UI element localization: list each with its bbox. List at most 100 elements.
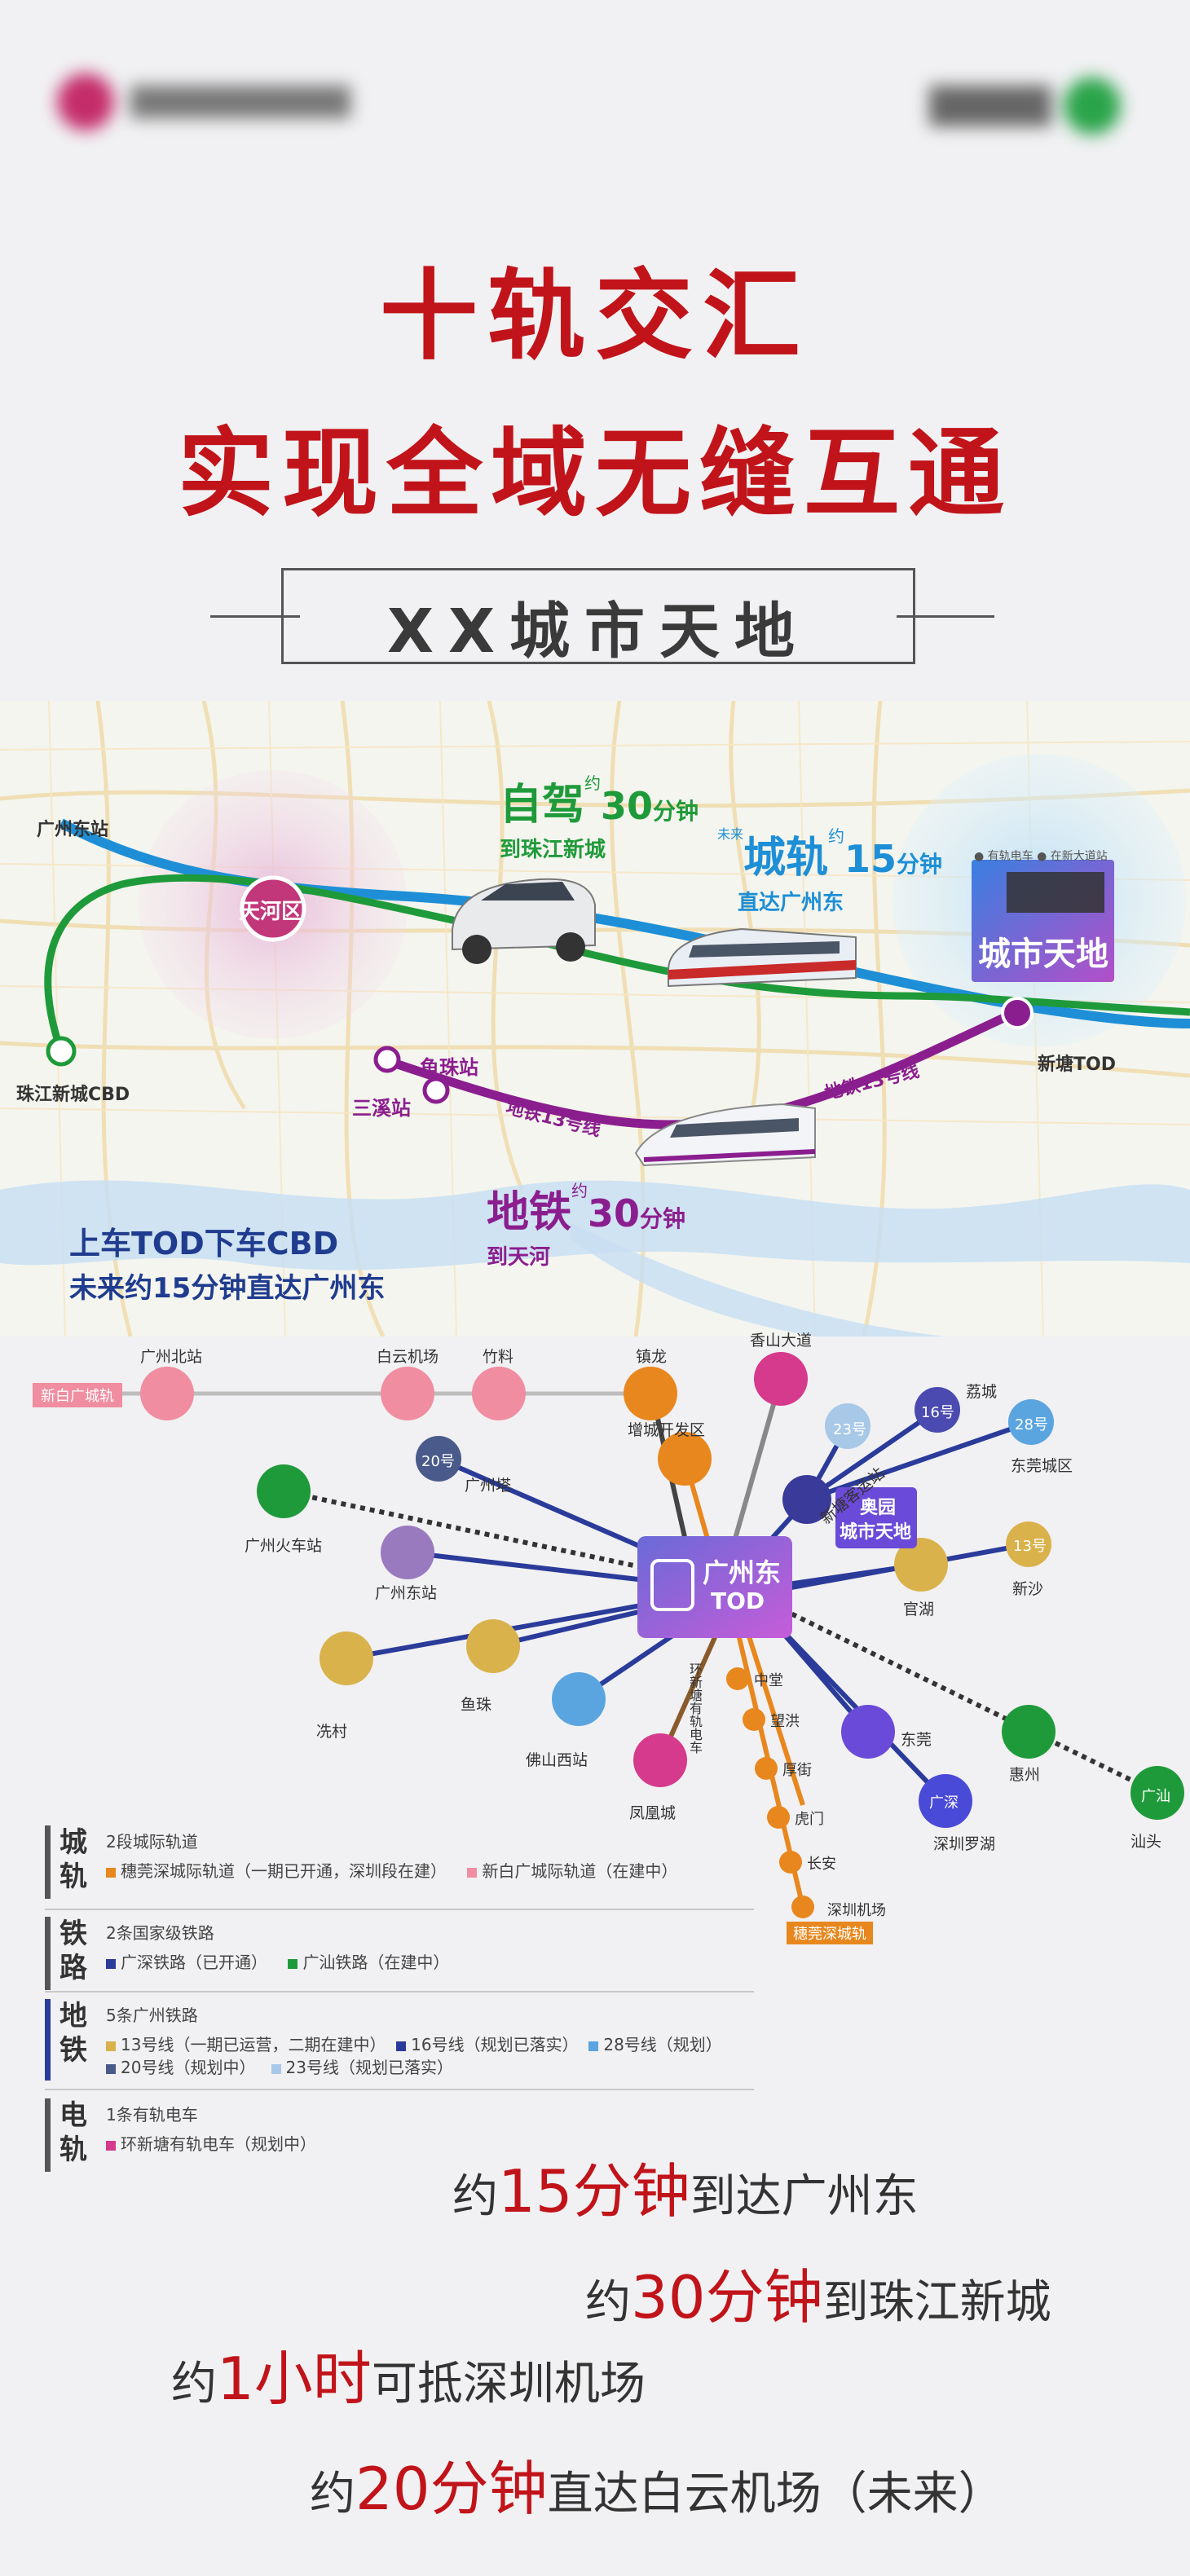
- metro-unit: 分钟: [640, 1205, 686, 1232]
- n-gs-short: 广汕: [1141, 1788, 1170, 1805]
- n-foshan-west: 佛山西站: [526, 1751, 588, 1769]
- n-l16: 16号: [921, 1404, 954, 1421]
- network-diagram: [114, 1352, 1184, 1918]
- net-top-3: 镇龙: [636, 1348, 668, 1366]
- drive-callout: 自驾约30分钟 到珠江新城: [500, 770, 699, 863]
- project-tag: ● 有轨电车 ● 在新大道站: [974, 850, 1108, 863]
- n-l20: 20号: [421, 1453, 455, 1470]
- hub-sub: TOD: [711, 1587, 765, 1614]
- time-line-4: 约20分钟直达白云机场（未来）: [310, 2455, 1004, 2523]
- net-top-1: 白云机场: [377, 1348, 439, 1366]
- label-guangzhou-east: 广州东站: [37, 820, 109, 840]
- n-xinsha: 新沙: [1012, 1580, 1044, 1598]
- time-line-1: 约15分钟到达广州东: [452, 2157, 919, 2226]
- legend-items-2: 20号线（规划中） 23号线（规划已落实）: [106, 2054, 453, 2078]
- sanxi-marker: [373, 1046, 401, 1073]
- route-map: [0, 701, 1190, 1336]
- zhujiang-cbd-marker: [46, 1036, 77, 1067]
- tod-slogan-1: 上车TOD下车CBD: [69, 1226, 339, 1262]
- drive-unit: 分钟: [653, 798, 699, 825]
- tod-slogan-2: 未来约15分钟直达广州东: [69, 1272, 386, 1305]
- xintang-tod-marker: [1001, 997, 1034, 1029]
- legend-items: 广深铁路（已开通） 广汕铁路（在建中）: [106, 1949, 449, 1973]
- n-shantou: 汕头: [1130, 1833, 1162, 1851]
- legend-tram: 电轨 1条有轨电车 环新塘有轨电车（规划中）: [45, 2098, 754, 2172]
- intercity-sub: 直达广州东: [738, 891, 844, 915]
- legend-items: 穗莞深城际轨道（一期已开通，深圳段在建） 新白广城际轨道（在建中）: [106, 1858, 677, 1882]
- metro-time: 30: [588, 1191, 641, 1235]
- metro13-line: [381, 1011, 1013, 1129]
- legend-bar: [45, 2098, 51, 2172]
- n-tram: 环新塘有轨电车: [687, 1662, 703, 1754]
- legend-bar: [45, 1917, 51, 1990]
- gs-5: 深圳机场: [827, 1902, 886, 1919]
- car-image: [452, 878, 596, 964]
- n-guanhu: 官湖: [903, 1601, 935, 1618]
- drive-sub: 到珠江新城: [500, 838, 606, 862]
- n-dongguan: 东莞: [901, 1731, 932, 1749]
- net-top-0: 广州北站: [140, 1348, 203, 1366]
- legend-cat: 铁路: [60, 1918, 87, 1984]
- drive-small: 约: [584, 773, 602, 793]
- n-gs: 广深: [929, 1794, 959, 1812]
- metro-callout: 地铁约30分钟 到天河: [487, 1178, 685, 1270]
- legend-bar: [45, 1825, 51, 1899]
- train-image: [668, 927, 857, 988]
- legend-urban-rail: 城轨 2段城际轨道 穗莞深城际轨道（一期已开通，深圳段在建） 新白广城际轨道（在…: [45, 1825, 754, 1899]
- project-logo-text: 城市天地: [978, 936, 1108, 973]
- n-yuzhu: 鱼珠: [461, 1696, 492, 1714]
- n-fenghuang: 凤凰城: [629, 1804, 677, 1822]
- legend-bar: [45, 1999, 51, 2081]
- legend-title: 2段城际轨道: [106, 1832, 198, 1852]
- n-gz-tower: 广州塔: [465, 1477, 512, 1495]
- metro-small: 约: [571, 1181, 588, 1200]
- legend-title: 1条有轨电车: [106, 2105, 198, 2125]
- intercity-prefix: 城轨: [743, 834, 829, 883]
- gs-0: 中堂: [754, 1672, 783, 1689]
- drive-time: 30: [601, 784, 654, 828]
- legend-divider: [45, 2089, 754, 2090]
- n-sz-luohu: 深圳罗湖: [933, 1835, 996, 1853]
- n-xicun: 冼村: [316, 1723, 348, 1741]
- intercity-callout: 未来城轨约15分钟 直达广州东: [717, 823, 942, 916]
- title-rule-left: [210, 615, 300, 618]
- n-huizhou: 惠州: [1009, 1766, 1041, 1784]
- legend-items: 环新塘有轨电车（规划中）: [106, 2131, 316, 2155]
- n-xiangshan: 香山大道: [750, 1332, 813, 1350]
- yuzhu-marker: [422, 1077, 450, 1104]
- net-project-2: 城市天地: [840, 1522, 912, 1543]
- gs-2: 厚街: [782, 1762, 812, 1779]
- metro-prefix: 地铁: [487, 1188, 572, 1237]
- n-dongguan-city: 东莞城区: [1011, 1457, 1073, 1475]
- legend-items: 13号线（一期已运营，二期在建中） 16号线（规划已落实） 28号线（规划）: [106, 2032, 722, 2055]
- label-tianhe: 天河区: [239, 900, 303, 924]
- developer-logo: [57, 65, 359, 139]
- intercity-small: 约: [828, 826, 845, 846]
- legend-divider: [45, 1991, 754, 1993]
- n-gz-east: 广州东站: [375, 1584, 438, 1602]
- metro-sub: 到天河: [487, 1245, 551, 1270]
- legend-cat: 城轨: [60, 1826, 87, 1893]
- gs-4: 长安: [807, 1856, 836, 1873]
- intercity-future: 未来: [717, 826, 744, 842]
- label-sanxi: 三溪站: [352, 1097, 411, 1120]
- label-zhujiang-cbd: 珠江新城CBD: [16, 1085, 130, 1105]
- title-rule-right: [897, 615, 994, 618]
- project-logo-blur: [1007, 872, 1104, 913]
- n-licheng: 荔城: [966, 1383, 998, 1401]
- net-project-1: 奥园: [860, 1498, 897, 1518]
- intercity-time: 15: [844, 837, 897, 881]
- headline-line2: 实现全域无缝互通: [177, 417, 1012, 530]
- project-logo-top: [929, 73, 1133, 139]
- guanshen-tag: 穗莞深城轨: [787, 1922, 873, 1944]
- legend-railway: 铁路 2条国家级铁路 广深铁路（已开通） 广汕铁路（在建中）: [45, 1917, 754, 1990]
- legend-title: 2条国家级铁路: [106, 1923, 214, 1943]
- legend-divider: [45, 1909, 754, 1910]
- gs-3: 虎门: [795, 1811, 824, 1828]
- legend-cat: 电轨: [60, 2099, 87, 2166]
- gs-1: 望洪: [770, 1713, 800, 1730]
- net-top-2: 竹料: [483, 1348, 514, 1366]
- time-line-3: 约1小时可抵深圳机场: [171, 2345, 646, 2413]
- legend-cat: 地铁: [60, 2000, 87, 2067]
